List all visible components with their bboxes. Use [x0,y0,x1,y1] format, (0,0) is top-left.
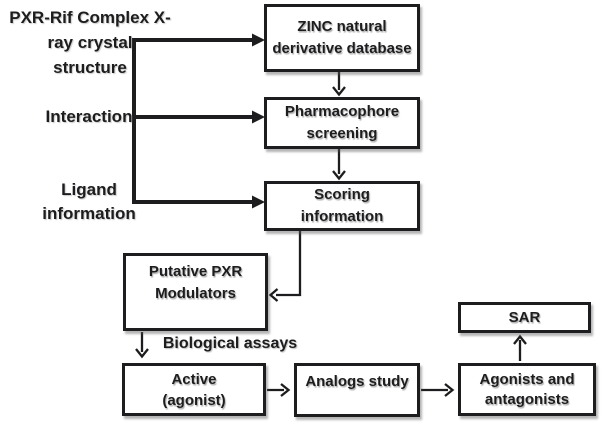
box-putative-pxr-modulators: Putative PXR Modulators [123,253,268,331]
arrowhead-agonists-to-sar [513,334,527,345]
label-ligand-information: Ligand information [42,180,136,223]
box-agonists-and-antagonists: Agonists and antagonists [458,363,596,416]
label-biological-assays: Biological assays [162,335,298,352]
box-pharmacophore-screening: Pharmacophore screening [264,97,420,149]
box-scoring-information: Scoring information [264,181,420,231]
label-pxr-rif-crystal-structure: PXR-Rif Complex X- ray crystal structure [9,8,171,77]
arrowhead-active-to-analogs [280,383,291,397]
arrowhead-pharmacophore-to-scoring [332,170,346,181]
box-active-agonist: Active (agonist) [122,363,266,416]
arrowhead-zinc-to-pharmacophore [332,86,346,97]
label-interaction: Interaction [45,107,133,126]
box-sar: SAR [458,302,591,333]
elbow-scoring-to-putative-line [276,231,302,297]
arrowhead-scoring-to-putative [268,288,279,302]
box-zinc-natural-derivative-database: ZINC natural derivative database [264,4,420,72]
arrowhead-analogs-to-agonists [444,383,455,397]
arrowhead-putative-to-active [135,348,149,359]
box-analogs-study: Analogs study [294,363,420,417]
